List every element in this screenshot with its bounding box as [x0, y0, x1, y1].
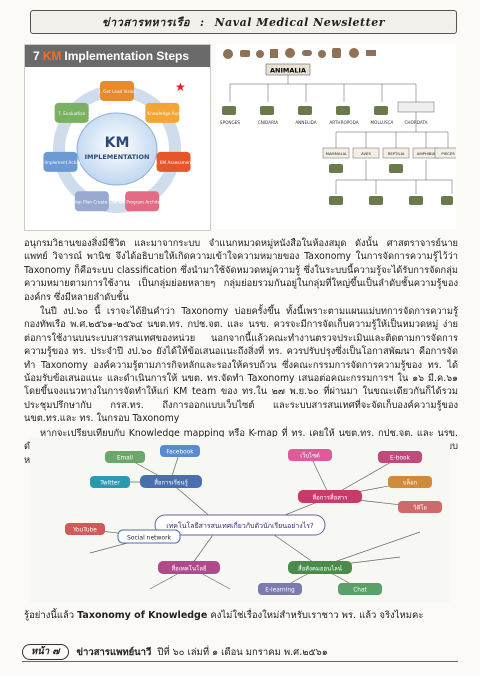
taxonomy-phylum-4: ARTHROPODA — [329, 120, 358, 125]
mind-map-leaf-left-4: YouTube — [72, 528, 97, 534]
figure-caption: รู้อย่างนี้แล้ว Taxonomy of Knowledge คง… — [24, 608, 454, 623]
taxonomy-class-3: REPTILIA — [388, 151, 405, 156]
mind-map-leaf-right-1: เว็บไซต์ — [300, 451, 320, 460]
article-body: อนุกรมวิธานของสิ่งมีชีวิต และมาจากระบบ จ… — [24, 237, 458, 468]
taxonomy-phylum-5: MOLLUSCA — [371, 120, 394, 125]
caption-bold: Taxonomy of Knowledge — [77, 610, 208, 621]
taxonomy-tree: ANIMALIA SPONGES CNIDARIA ANNELIDA ARTHROPO… — [220, 48, 462, 205]
taxonomy-class-4: AMPHIBIA — [417, 151, 436, 156]
header-thai-title: ข่าวสารทหารเรือ — [101, 16, 191, 29]
mind-map-center: เทคโนโลยีสารสนเทศเกี่ยวกับตัวนักเรียนอย่… — [166, 521, 314, 530]
km-figure-banner: 7 KM Implementation Steps — [25, 45, 210, 67]
km-implementation-figure: 7 KM Implementation Steps KM IMPLEMENTAT… — [24, 44, 211, 231]
mind-map-leaf-left-2: Facebook — [166, 450, 194, 456]
taxonomy-phylum-3: ANNELIDA — [295, 120, 316, 125]
km-step-1 — [100, 81, 134, 101]
hub-communication: สื่อการสื่อสาร — [312, 494, 348, 502]
mind-map-diagram: เทคโนโลยีสารสนเทศเกี่ยวกับตัวนักเรียนอย่… — [65, 445, 442, 595]
mind-map-leaf-right-6: Chat — [353, 588, 367, 594]
km-step-label-3: 3. KM Assessment — [154, 160, 192, 165]
mind-map-leaf-right-4: วิดีโอ — [412, 504, 426, 512]
header-separator: : — [200, 15, 205, 29]
hub-social: Social network — [127, 535, 172, 542]
mind-map-leaf-left-3: Twitter — [99, 481, 120, 487]
taxonomy-phylum-6: CHORDATA — [404, 120, 427, 125]
knowledge-mind-map: เทคโนโลยีสารสนเทศเกี่ยวกับตัวนักเรียนอย่… — [30, 437, 450, 602]
km-step-2 — [145, 102, 180, 123]
km-step-5 — [74, 191, 109, 212]
km-step-label-6: 6. Implement Action — [39, 160, 82, 165]
mind-map-leaf-right-5: E-learning — [265, 588, 295, 594]
km-step-label-2: 2. Knowledge Audit — [142, 111, 183, 116]
taxonomy-tree-figure: ANIMALIA SPONGES CNIDARIA ANNELIDA ARTHROPO… — [216, 44, 462, 229]
mind-map-leaf-right-3: บล็อก — [403, 478, 418, 487]
taxonomy-class-5: PISCES — [441, 151, 455, 156]
mind-map-leaf-left-1: Email — [117, 456, 133, 462]
hub-online: สื่อสังคมออนไลน์ — [298, 565, 342, 573]
hub-technology: สื่อเทคโนโลยี — [171, 565, 206, 573]
km-step-label-5: 5. Develop Plan Create Charter — [59, 199, 124, 204]
star-icon: ★ — [175, 80, 186, 94]
taxonomy-class-1: MAMMALIA — [326, 151, 347, 156]
animal-icons-row — [223, 48, 376, 59]
km-step-label-7: 7. Evaluation — [58, 111, 86, 116]
newsletter-header: ข่าวสารทหารเรือ : Naval Medical Newslett… — [30, 10, 457, 34]
paragraph-2: ในปี งป.๖๐ นี้ เราจะได้ยินคำว่า Taxonomy… — [24, 306, 458, 425]
footer-publication: ข่าวสารแพทย์นาวี — [76, 646, 152, 658]
taxonomy-phylum-2: CNIDARIA — [258, 120, 278, 125]
taxonomy-phylum-1: SPONGES — [220, 120, 241, 125]
km-step-6 — [43, 151, 78, 172]
header-english-title: Naval Medical Newsletter — [214, 15, 386, 29]
page-footer: หน้า ๗ ข่าวสารแพทย์นาวี ปีที่ ๖๐ เล่มที่… — [22, 643, 458, 662]
mind-map-leaf-right-2: E-book — [390, 456, 411, 462]
km-center-title: KM — [105, 135, 130, 151]
caption-prefix: รู้อย่างนี้แล้ว — [24, 610, 75, 621]
km-center-subtitle: IMPLEMENTATION — [85, 153, 150, 161]
animal-thumbnails — [222, 106, 453, 205]
km-figure-accent: KM — [42, 49, 62, 63]
km-step-label-4: 4. KM Program Architecture — [113, 199, 171, 204]
paragraph-1: อนุกรมวิธานของสิ่งมีชีวิต และมาจากระบบ จ… — [24, 238, 458, 303]
km-step-7 — [54, 102, 89, 123]
caption-suffix: คงไม่ใช่เรื่องใหม่สำหรับเราชาว พร. แล้ว … — [210, 610, 424, 621]
km-step-4 — [125, 191, 160, 212]
taxonomy-class-2: AVES — [361, 151, 371, 156]
km-figure-number: 7 — [33, 49, 40, 63]
taxonomy-root: ANIMALIA — [270, 67, 306, 75]
page-number: หน้า ๗ — [22, 644, 69, 660]
km-step-label-1: 1. Get Lead Vision — [98, 89, 136, 94]
km-figure-title: Implementation Steps — [64, 49, 190, 63]
footer-issue: ปีที่ ๖๐ เล่มที่ ๑ เดือน มกราคม พ.ศ.๒๕๖๑ — [157, 646, 328, 658]
km-step-3 — [156, 151, 191, 172]
km-cycle-diagram: KM IMPLEMENTATION 1. Get Lead Vision 2. K… — [39, 80, 193, 213]
hub-learning: สื่อการเรียนรู้ — [154, 479, 189, 487]
